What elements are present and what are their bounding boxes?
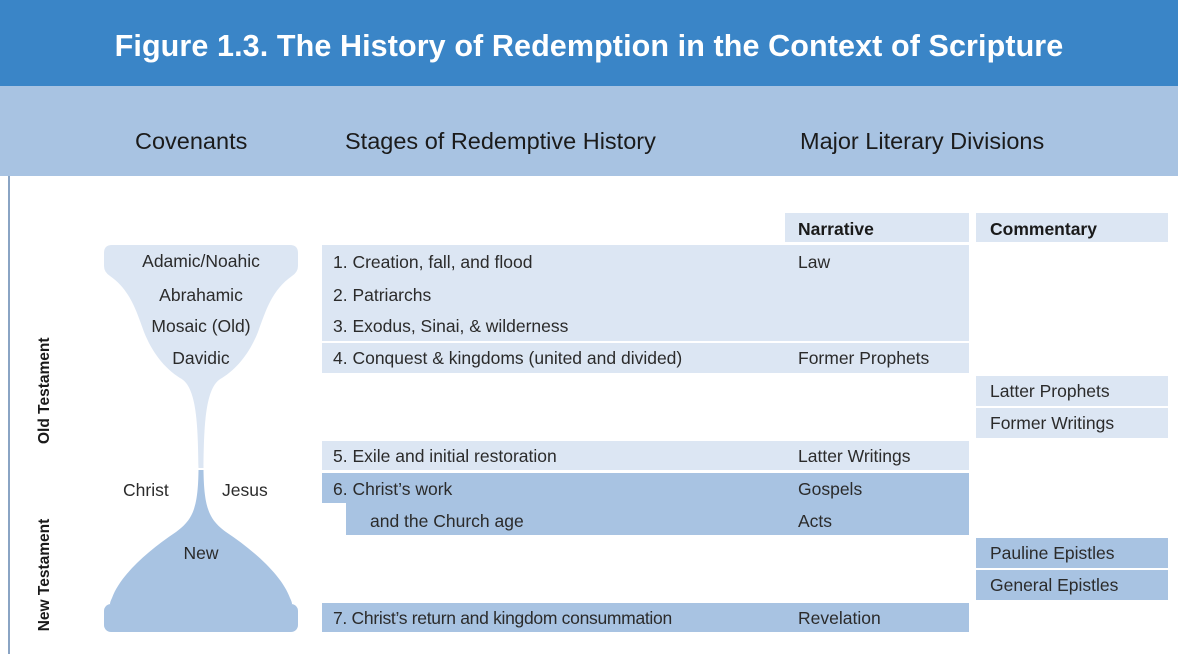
stage-6: 6. Christ’s work <box>333 479 453 499</box>
stage-1: 1. Creation, fall, and flood <box>333 252 533 272</box>
stage-4: 4. Conquest & kingdoms (united and divid… <box>333 348 683 368</box>
covenant-adamic-noahic: Adamic/Noahic <box>142 251 260 271</box>
narrative-acts: Acts <box>798 511 833 531</box>
commentary-former-writings: Former Writings <box>990 413 1115 433</box>
covenants-header: Covenants <box>135 128 248 154</box>
covenant-davidic: Davidic <box>172 348 230 368</box>
narrative-former-prophets: Former Prophets <box>798 348 930 368</box>
commentary-header-band <box>976 213 1168 242</box>
figure-title: Figure 1.3. The History of Redemption in… <box>114 29 1064 63</box>
stage-5: 5. Exile and initial restoration <box>333 446 557 466</box>
stage-2: 2. Patriarchs <box>333 285 432 305</box>
hourglass-top-bulb <box>104 245 298 468</box>
stage-6-band <box>322 473 969 503</box>
stage-7: 7. Christ’s return and kingdom consummat… <box>333 608 672 628</box>
covenant-new: New <box>183 543 219 563</box>
commentary-latter-prophets: Latter Prophets <box>990 381 1110 401</box>
narrative-latter-writings: Latter Writings <box>798 446 911 466</box>
covenant-abrahamic: Abrahamic <box>159 285 243 305</box>
narrative-subheader: Narrative <box>798 219 874 239</box>
left-divider-line <box>8 176 10 654</box>
header-band <box>0 86 1178 176</box>
stage-7-band <box>322 603 969 632</box>
stage-5-band <box>322 441 969 470</box>
stages-header: Stages of Redemptive History <box>345 128 656 154</box>
stages-1-3-band <box>322 245 969 341</box>
stage-6-church-age: and the Church age <box>370 511 524 531</box>
narrative-law: Law <box>798 252 831 272</box>
narrative-revelation: Revelation <box>798 608 881 628</box>
literary-divisions-header: Major Literary Divisions <box>800 128 1045 154</box>
former-writings-band <box>976 408 1168 438</box>
covenant-mosaic: Mosaic (Old) <box>151 316 251 336</box>
church-age-band <box>346 503 969 535</box>
covenant-christ: Christ <box>123 480 169 500</box>
title-bar: Figure 1.3. The History of Redemption in… <box>0 0 1178 86</box>
covenant-jesus: Jesus <box>222 480 268 500</box>
stage-3: 3. Exodus, Sinai, & wilderness <box>333 316 569 336</box>
commentary-general-epistles: General Epistles <box>990 575 1119 595</box>
narrative-header-band <box>785 213 969 242</box>
stage-4-band <box>322 343 969 373</box>
commentary-subheader: Commentary <box>990 219 1097 239</box>
general-epistles-band <box>976 570 1168 600</box>
commentary-pauline-epistles: Pauline Epistles <box>990 543 1115 563</box>
narrative-gospels: Gospels <box>798 479 863 499</box>
pauline-epistles-band <box>976 538 1168 568</box>
hourglass-bottom-bulb <box>110 470 292 604</box>
latter-prophets-band <box>976 376 1168 406</box>
hourglass-base <box>104 604 298 632</box>
